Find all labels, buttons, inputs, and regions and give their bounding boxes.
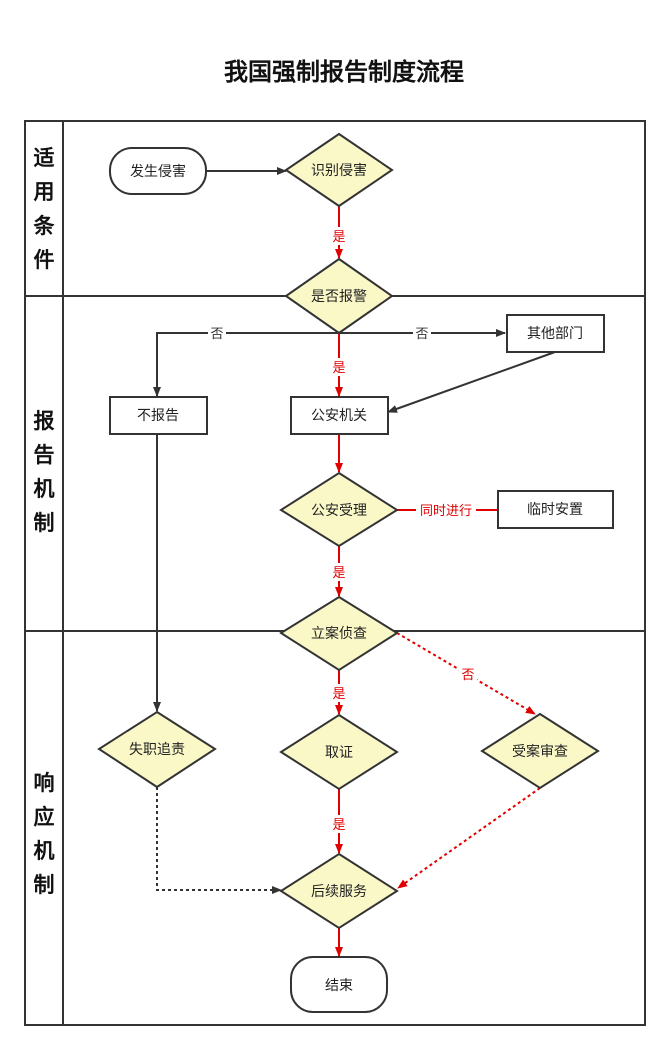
edge-other-to-police (387, 351, 556, 413)
node-no-report: 不报告 (109, 396, 208, 435)
lane-label-conditions: 适用条件 (34, 146, 56, 272)
page-title: 我国强制报告制度流程 (224, 58, 464, 86)
node-police-accept: 公安受理 (279, 471, 399, 548)
edge-label-no-3: 否 (461, 668, 474, 683)
node-evidence: 取证 (279, 713, 399, 791)
svg-text:识别侵害: 识别侵害 (311, 162, 367, 179)
edge-label-yes-2: 是 (332, 361, 345, 376)
svg-text:发生侵害: 发生侵害 (130, 163, 186, 180)
svg-text:其他部门: 其他部门 (527, 326, 583, 342)
svg-text:立案侦查: 立案侦查 (311, 625, 367, 642)
svg-text:是否报警: 是否报警 (311, 289, 367, 305)
edge-label-yes-3: 是 (332, 566, 345, 581)
node-occur: 发生侵害 (109, 147, 207, 195)
svg-text:公安受理: 公安受理 (311, 503, 367, 519)
edge-accountability-to-followup (156, 787, 282, 894)
node-whether-report: 是否报警 (284, 257, 394, 335)
edge-label-yes-5: 是 (332, 818, 345, 833)
lane-label-reporting: 报告机制 (34, 409, 55, 535)
node-case-review: 受案审查 (480, 712, 600, 790)
edge-review-to-followup (397, 787, 541, 889)
edge-label-no-left: 否 (210, 327, 223, 342)
node-identify: 识别侵害 (284, 132, 394, 208)
node-police: 公安机关 (290, 396, 389, 435)
edge-report-to-noreport (153, 332, 339, 397)
lane-label-response: 响应机制 (34, 771, 55, 897)
svg-text:临时安置: 临时安置 (527, 502, 583, 518)
node-temp-placement: 临时安置 (497, 490, 614, 529)
svg-text:结束: 结束 (325, 978, 353, 994)
svg-text:失职追责: 失职追责 (129, 742, 185, 758)
edge-label-no-right: 否 (415, 327, 428, 342)
edge-label-yes-1: 是 (332, 230, 345, 245)
swimlane-frame (24, 120, 646, 1026)
edge-label-yes-4: 是 (332, 687, 345, 702)
node-follow-up: 后续服务 (279, 852, 399, 930)
node-file-case: 立案侦查 (279, 595, 399, 672)
svg-text:受案审查: 受案审查 (512, 743, 568, 760)
node-other-dept: 其他部门 (506, 314, 605, 353)
node-end: 结束 (290, 956, 388, 1013)
svg-text:公安机关: 公安机关 (311, 408, 367, 424)
svg-text:后续服务: 后续服务 (311, 883, 367, 900)
svg-text:不报告: 不报告 (137, 408, 179, 424)
node-accountability: 失职追责 (97, 710, 217, 789)
svg-text:取证: 取证 (325, 745, 353, 761)
edge-label-simultaneous: 同时进行 (420, 504, 472, 519)
